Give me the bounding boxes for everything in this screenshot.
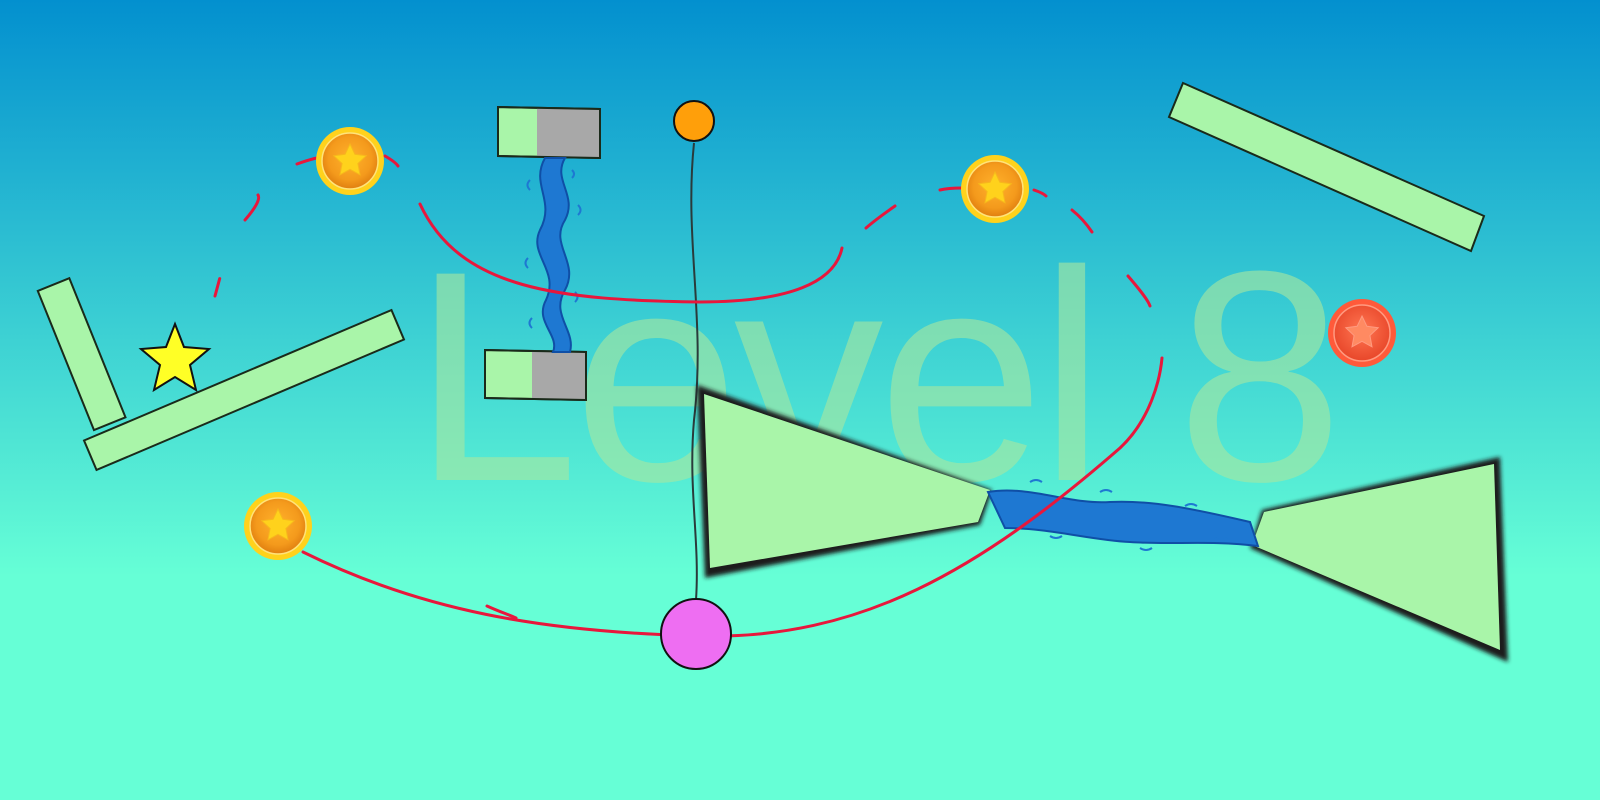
platform-left-l: [36, 276, 406, 472]
water-emitter-top: [497, 105, 601, 160]
platform-top-right: [1167, 81, 1486, 253]
star-coin-icon[interactable]: [243, 491, 313, 561]
anchor-ball: [673, 100, 715, 142]
triangle-left: [697, 385, 992, 578]
star-icon[interactable]: [138, 321, 212, 393]
red-star-coin-icon[interactable]: [1327, 298, 1397, 368]
water-splash-horizontal: [1029, 479, 1228, 551]
water-stream-horizontal: [986, 489, 1260, 548]
water-emitter-bottom: [484, 348, 587, 402]
star-coin-icon[interactable]: [960, 154, 1030, 224]
water-stream-vertical: [536, 157, 572, 353]
triangle-right: [1250, 457, 1508, 662]
swing-ball[interactable]: [660, 598, 732, 670]
water-splash-vertical: [524, 169, 582, 329]
rope: [690, 142, 699, 601]
star-coin-icon[interactable]: [315, 126, 385, 196]
